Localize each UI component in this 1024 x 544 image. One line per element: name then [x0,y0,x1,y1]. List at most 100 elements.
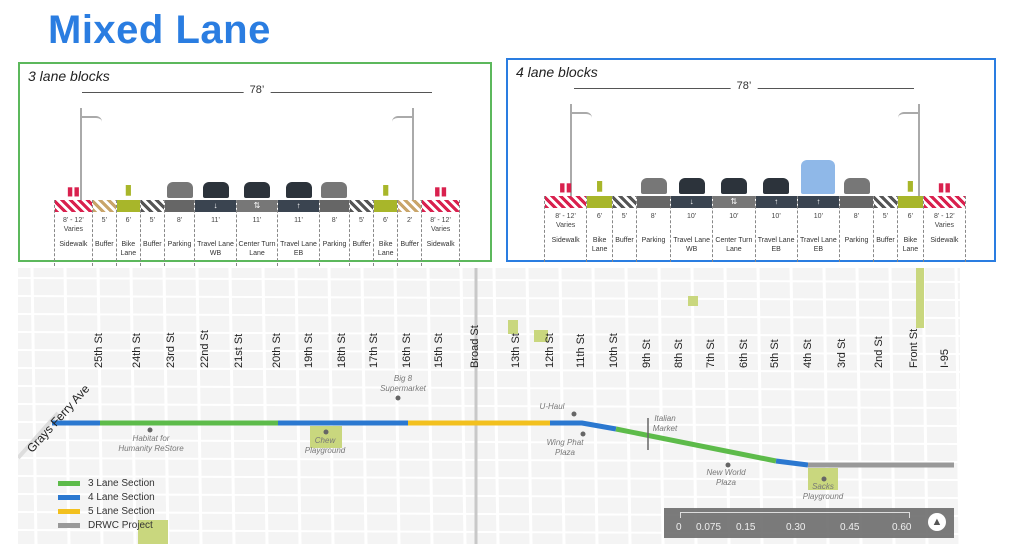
lane-surface [874,196,897,208]
lane-width: 8’ [331,217,338,224]
lane-name: Sidewalk [426,241,455,248]
car-icon [321,182,348,198]
route-3-lane [615,426,777,464]
lane-name: Travel Lane EB [757,237,795,253]
street-label: 18th St [336,333,348,368]
lane-surface [545,196,587,208]
lane-bike: ▮ 6’ Bike Lane [115,181,140,266]
chew-playground-park [310,426,342,448]
lane-name: Center Turn Lane [238,241,276,257]
lane-width: 6’ [125,217,132,224]
park [534,330,548,342]
street-label: Broad St [469,325,481,368]
total-width: 78’ [243,84,271,96]
lane-name: Bike Lane [120,241,137,257]
lane-width: 5’ [882,213,889,220]
lane-parking: 8’ Parking [318,182,350,266]
street-label: 24th St [131,333,143,368]
scale-tick-label: 0.30 [786,522,806,533]
lane-width: 10’ [771,213,781,220]
street-label: 22nd St [199,330,211,368]
lane-name: Bike Lane [902,237,919,253]
street-label: 23rd St [165,332,177,368]
street-label: 20th St [271,333,283,368]
lane-name: Parking [322,241,347,248]
lane-surface: ↑ [278,200,319,212]
street-label: 2nd St [873,336,885,368]
lane-name: Buffer [615,237,634,244]
lane-width: 10’ [686,213,697,220]
lane-name: Parking [844,237,869,244]
car-icon [166,182,193,198]
lane-width: 8’ - 12’ Varies [63,217,84,233]
lane-width: 5’ [358,217,365,224]
legend-item: DRWC Project [58,518,155,532]
lane-surface [898,196,923,208]
map-base [18,268,960,544]
car-icon [640,178,667,194]
cyclist-icon: ▮ [124,181,133,197]
lane-buffer2: 5’Buffer [349,200,374,266]
cyclist-icon: ▮ [381,181,390,197]
lane-surface [840,196,873,208]
lane-name: Buffer [143,241,162,248]
lane-name: Travel Lane WB [673,237,710,253]
scale-tick-label: 0.45 [840,522,860,533]
lane-name: Buffer [400,241,419,248]
lane-name: Buffer [95,241,114,248]
lane-name: Sidewalk [930,237,959,244]
street-light-icon [392,108,414,200]
street-label: 19th St [303,333,315,368]
poi-label: U-Haul [539,402,565,411]
lane-surface: ⇅ [713,196,755,208]
street-light-arm [392,116,412,122]
lane-name: Sidewalk [59,241,88,248]
lane-surface [164,200,195,212]
street-label: 12th St [544,333,556,368]
park [688,296,698,306]
lane-buffer: 5’Buffer [91,200,116,266]
lane-name: Sidewalk [551,237,580,244]
street-label: Front St [908,328,920,368]
poi-label: New World Plaza [706,468,746,487]
street-light-arm [572,112,592,118]
car-icon [763,178,790,194]
street-label: 21st St [233,333,245,368]
north-arrow-icon: ▲ [928,513,946,531]
lane-width: 11’ [211,217,220,224]
panel-caption: 4 lane blocks [516,64,598,80]
lane-width: 6’ [596,213,603,220]
grays-ferry-road [18,411,60,460]
lane-surface: ↑ [797,196,839,208]
car-icon [285,182,312,198]
street-label: 9th St [641,339,653,368]
lane-width: 6’ [382,217,389,224]
cyclist-icon: ▮ [595,177,604,193]
lane-surface [637,196,670,208]
legend-label: 5 Lane Section [88,505,155,517]
legend-item: 4 Lane Section [58,490,155,504]
lane-center: ⇅10’Center Turn Lane [712,178,755,262]
pedestrian-icon: ▮▮ [434,184,448,198]
total-width: 78’ [730,80,758,92]
lane-surface: ↑ [755,196,797,208]
street-light-icon [80,108,102,200]
lane-width: 10’ [813,213,824,220]
lane-surface [422,200,460,212]
lane-name: Bike Lane [591,237,608,253]
lane-parking: 8’Parking [636,178,670,262]
legend-item: 5 Lane Section [58,504,155,518]
lane-width: 8’ [176,217,183,224]
legend-swatch [58,508,80,514]
lane-name: Travel Lane EB [800,237,837,253]
street-label: 5th St [769,339,781,368]
car-icon [244,182,271,198]
street-label: 10th St [608,333,620,368]
lane-name: Travel Lane EB [280,241,317,257]
street-label: 8th St [673,339,685,368]
